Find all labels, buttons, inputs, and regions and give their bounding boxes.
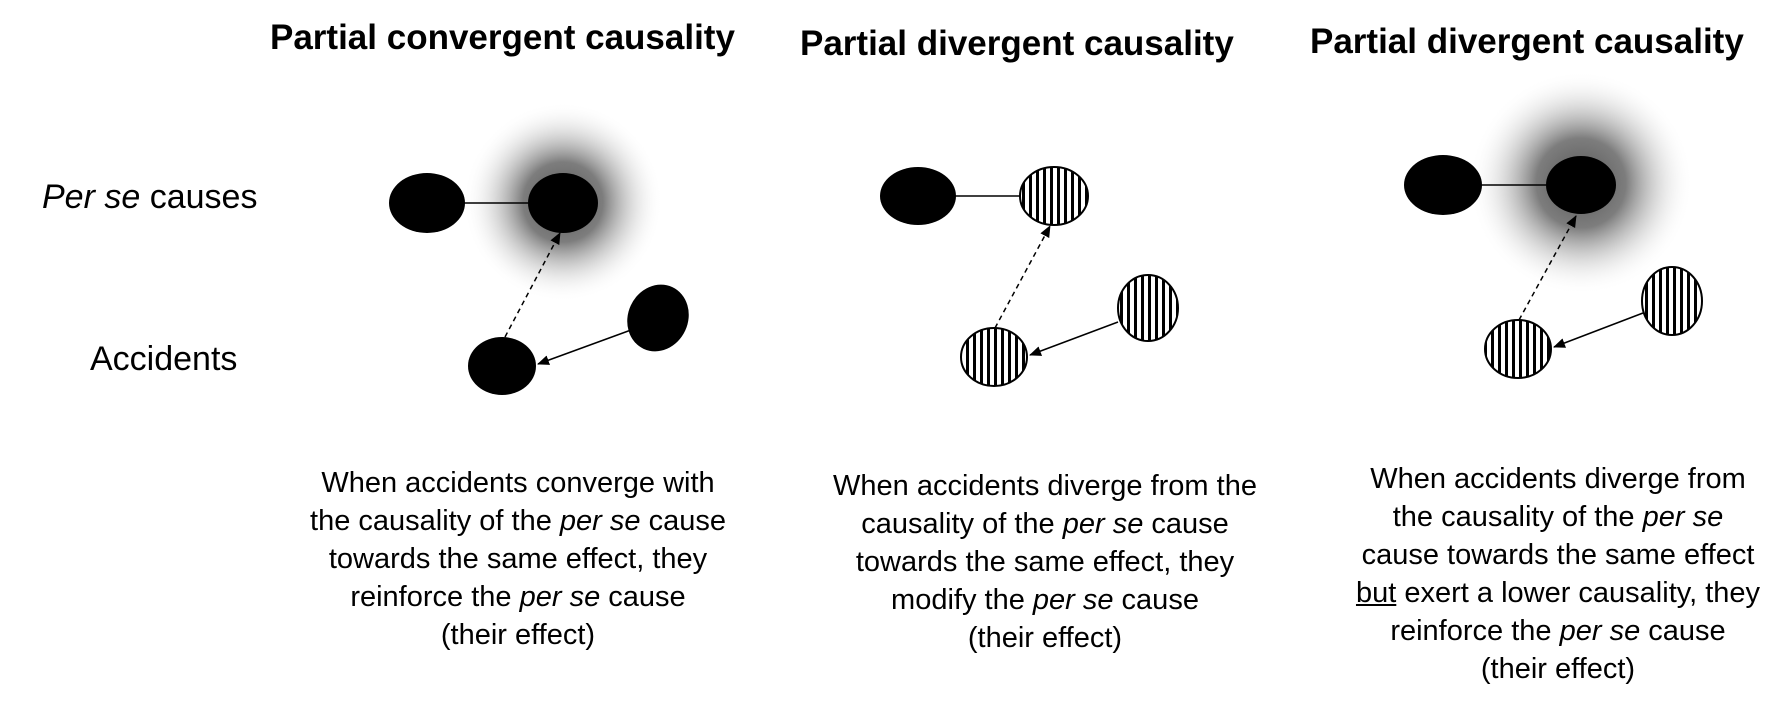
- dashed-arrow: [504, 232, 561, 338]
- caption-line: causality of the per se cause: [785, 505, 1305, 543]
- caption-line: (their effect): [785, 619, 1305, 657]
- per-se-effect-node: [528, 173, 598, 233]
- per-se-effect-node-striped: [1019, 166, 1089, 226]
- caption-line: (their effect): [1298, 650, 1786, 688]
- accident-node-striped: [1117, 274, 1179, 342]
- caption-text: (their effect): [1480, 653, 1636, 685]
- caption-italic-text: per se: [519, 581, 601, 613]
- caption-italic-text: per se: [1642, 501, 1724, 533]
- caption-italic-text: per se: [1032, 584, 1114, 616]
- caption-text: cause: [600, 581, 686, 613]
- accident-node: [627, 284, 689, 352]
- caption-line: the causality of the per se: [1298, 498, 1786, 536]
- caption-text: cause: [1113, 584, 1199, 616]
- caption-line: cause towards the same effect: [1298, 536, 1786, 574]
- caption-text: causality of the: [861, 508, 1063, 540]
- per-se-effect-node: [1546, 156, 1616, 214]
- caption-text: towards the same effect, they: [328, 543, 708, 575]
- caption-italic-text: per se: [559, 505, 641, 537]
- caption-text: exert a lower causality, they: [1396, 577, 1761, 609]
- solid-arrow: [1029, 321, 1119, 356]
- per-se-cause-node: [880, 167, 956, 225]
- caption-line: the causality of the per se cause: [258, 502, 778, 540]
- title-divergent-reinforce: Partial divergent causality: [1310, 22, 1744, 61]
- caption-text: When accidents diverge from the: [833, 470, 1257, 502]
- caption-line: When accidents diverge from the: [785, 467, 1305, 505]
- solid-arrow: [1553, 312, 1644, 348]
- title-divergent-modify: Partial divergent causality: [800, 24, 1234, 63]
- caption-text: (their effect): [967, 622, 1123, 654]
- caption-line: When accidents diverge from: [1298, 460, 1786, 498]
- diagram-divergent-reinforce: [1404, 71, 1703, 379]
- caption-line: but exert a lower causality, they: [1298, 574, 1786, 612]
- dashed-arrow: [994, 225, 1051, 329]
- caption-line: modify the per se cause: [785, 581, 1305, 619]
- caption-text: When accidents converge with: [321, 467, 715, 499]
- title-convergent: Partial convergent causality: [270, 18, 735, 57]
- caption-text: cause: [1640, 615, 1726, 647]
- caption-line: towards the same effect, they: [258, 540, 778, 578]
- accident-target-node: [468, 337, 536, 395]
- causes-text: causes: [140, 178, 258, 216]
- caption-text: modify the: [891, 584, 1033, 616]
- row-label-per-se-causes: Per se causes: [42, 178, 257, 217]
- row-label-accidents: Accidents: [90, 340, 238, 378]
- caption-line: reinforce the per se cause: [1298, 612, 1786, 650]
- caption-italic-text: per se: [1062, 508, 1144, 540]
- accident-node-striped: [1641, 266, 1703, 336]
- solid-arrow: [537, 329, 632, 365]
- caption-text: the causality of the: [1392, 501, 1643, 533]
- caption-line: towards the same effect, they: [785, 543, 1305, 581]
- caption-text: reinforce the: [350, 581, 520, 613]
- caption-text: the causality of the: [310, 505, 560, 537]
- caption-text: towards the same effect, they: [855, 546, 1235, 578]
- per-se-cause-node: [1404, 155, 1482, 215]
- caption-text: cause: [640, 505, 726, 537]
- caption-text: (their effect): [440, 619, 596, 651]
- caption-line: reinforce the per se cause: [258, 578, 778, 616]
- caption-line: When accidents converge with: [258, 464, 778, 502]
- diagram-divergent-modify: [880, 166, 1179, 387]
- caption-text: When accidents diverge from: [1370, 463, 1746, 495]
- dashed-arrow: [1518, 215, 1577, 321]
- per-se-italic: Per se: [42, 178, 141, 216]
- caption-line: (their effect): [258, 616, 778, 654]
- caption-text: reinforce the: [1390, 615, 1560, 647]
- caption-italic-text: per se: [1559, 615, 1641, 647]
- per-se-cause-node: [389, 173, 465, 233]
- accident-target-node-striped: [960, 327, 1028, 387]
- accident-target-node-striped: [1484, 319, 1552, 379]
- caption-text: cause: [1143, 508, 1229, 540]
- diagram-convergent: [389, 102, 689, 395]
- caption-text: cause towards the same effect: [1361, 539, 1755, 571]
- caption-underlined-text: but: [1355, 577, 1397, 609]
